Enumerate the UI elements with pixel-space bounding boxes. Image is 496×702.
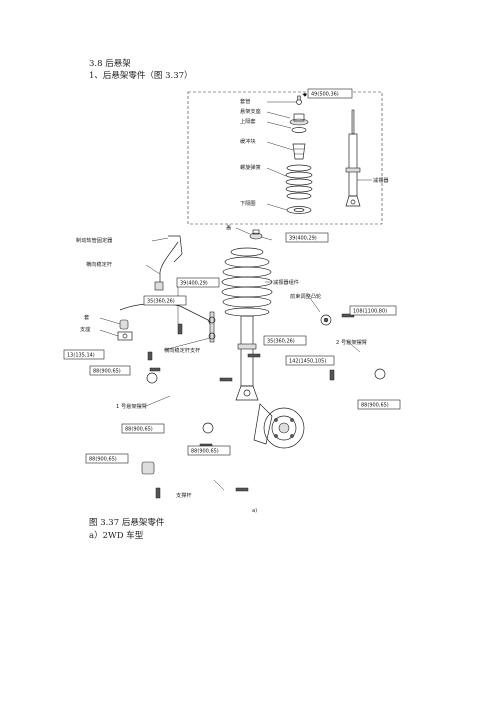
strut-rod-part [141,461,225,485]
no2-suspension-arm-part [320,314,386,380]
label-stabilizer-link: 横向稳定杆支杆 [164,346,200,354]
label-stabilizer-bar: 横向稳定杆 [86,260,112,268]
fastener-bolts [147,313,355,499]
shock-absorber-assembly-part [221,247,273,401]
bumper-part [292,143,306,160]
brake-hose-bracket-part [168,235,183,263]
exploded-view-frame [187,91,383,225]
label-shock-absorber: 减振器 [373,176,389,184]
torque-spec-11: 88(900,65) [125,427,153,433]
torque-arrow-marker: ◆ [303,92,307,98]
no1-suspension-arm-part [146,372,214,434]
section-heading: 3.8 后悬架 [89,59,131,69]
lower-insulator-part [286,206,312,214]
torque-spec-12: 88(900,65) [89,457,117,463]
torque-spec-9: 88(900,65) [93,369,121,375]
subsection-heading: 1、后悬架零件（图 3.37） [89,71,193,81]
torque-spec-5: 108(1100,80) [353,309,387,315]
shock-absorber-part [345,109,361,207]
bushing-part [119,319,129,330]
torque-spec-2: 39(400,29) [289,236,317,242]
label-coil-spring: 螺旋弹簧 [240,163,261,171]
label-brake-hose-bracket: 制动软管固定器 [76,236,113,244]
figure-sub-label: a) [252,508,257,514]
label-strut-rod: 支撑杆 [176,491,192,499]
stabilizer-link-part [208,311,216,343]
torque-spec-8: 13(135,14) [67,353,95,359]
torque-spec-10: 88(900,65) [361,403,389,409]
label-bracket: 支座 [80,325,90,333]
figure-caption: 图 3.37 后悬架零件 [89,518,165,528]
leader-lines [99,93,372,491]
label-upper-insulator: 上隔套 [240,117,256,125]
torque-spec-1: 49(500,36) [311,92,339,98]
torque-spec-3: 39(400,29) [180,281,208,287]
bracket-part [117,331,133,341]
jacket-part [296,95,302,105]
suspension-support-part [289,113,309,133]
label-no2-arm: 2 号悬架摆臂 [336,338,367,346]
label-cap: 盖 [226,223,231,231]
torque-spec-7: 142(1450,105) [289,359,326,365]
label-absorber-assembly: 减振器组件 [273,278,299,286]
torque-spec-13: 88(900,65) [191,449,219,455]
label-no1-arm: 1 号悬架摆臂 [116,402,147,410]
rear-suspension-diagram: 套管 悬架支座 上隔套 缓冲块 螺旋弹簧 下隔圈 减振器 盖 制动软管固定器 横… [63,88,401,514]
label-bushing: 套 [84,313,90,321]
label-bumper: 缓冲块 [240,137,256,145]
label-suspension-support: 悬架支座 [240,107,261,115]
coil-spring-part [285,164,313,200]
torque-spec-6: 35(360,26) [267,339,295,345]
label-lower-insulator: 下隔圈 [240,199,256,207]
label-jacket: 套管 [240,97,250,105]
torque-spec-4: 35(360,26) [147,299,175,305]
axle-hub-part [253,403,305,449]
label-toe-cam: 前束调整凸轮 [290,292,321,300]
cap-part [249,229,263,240]
figure-subcaption: a）2WD 车型 [89,531,144,541]
